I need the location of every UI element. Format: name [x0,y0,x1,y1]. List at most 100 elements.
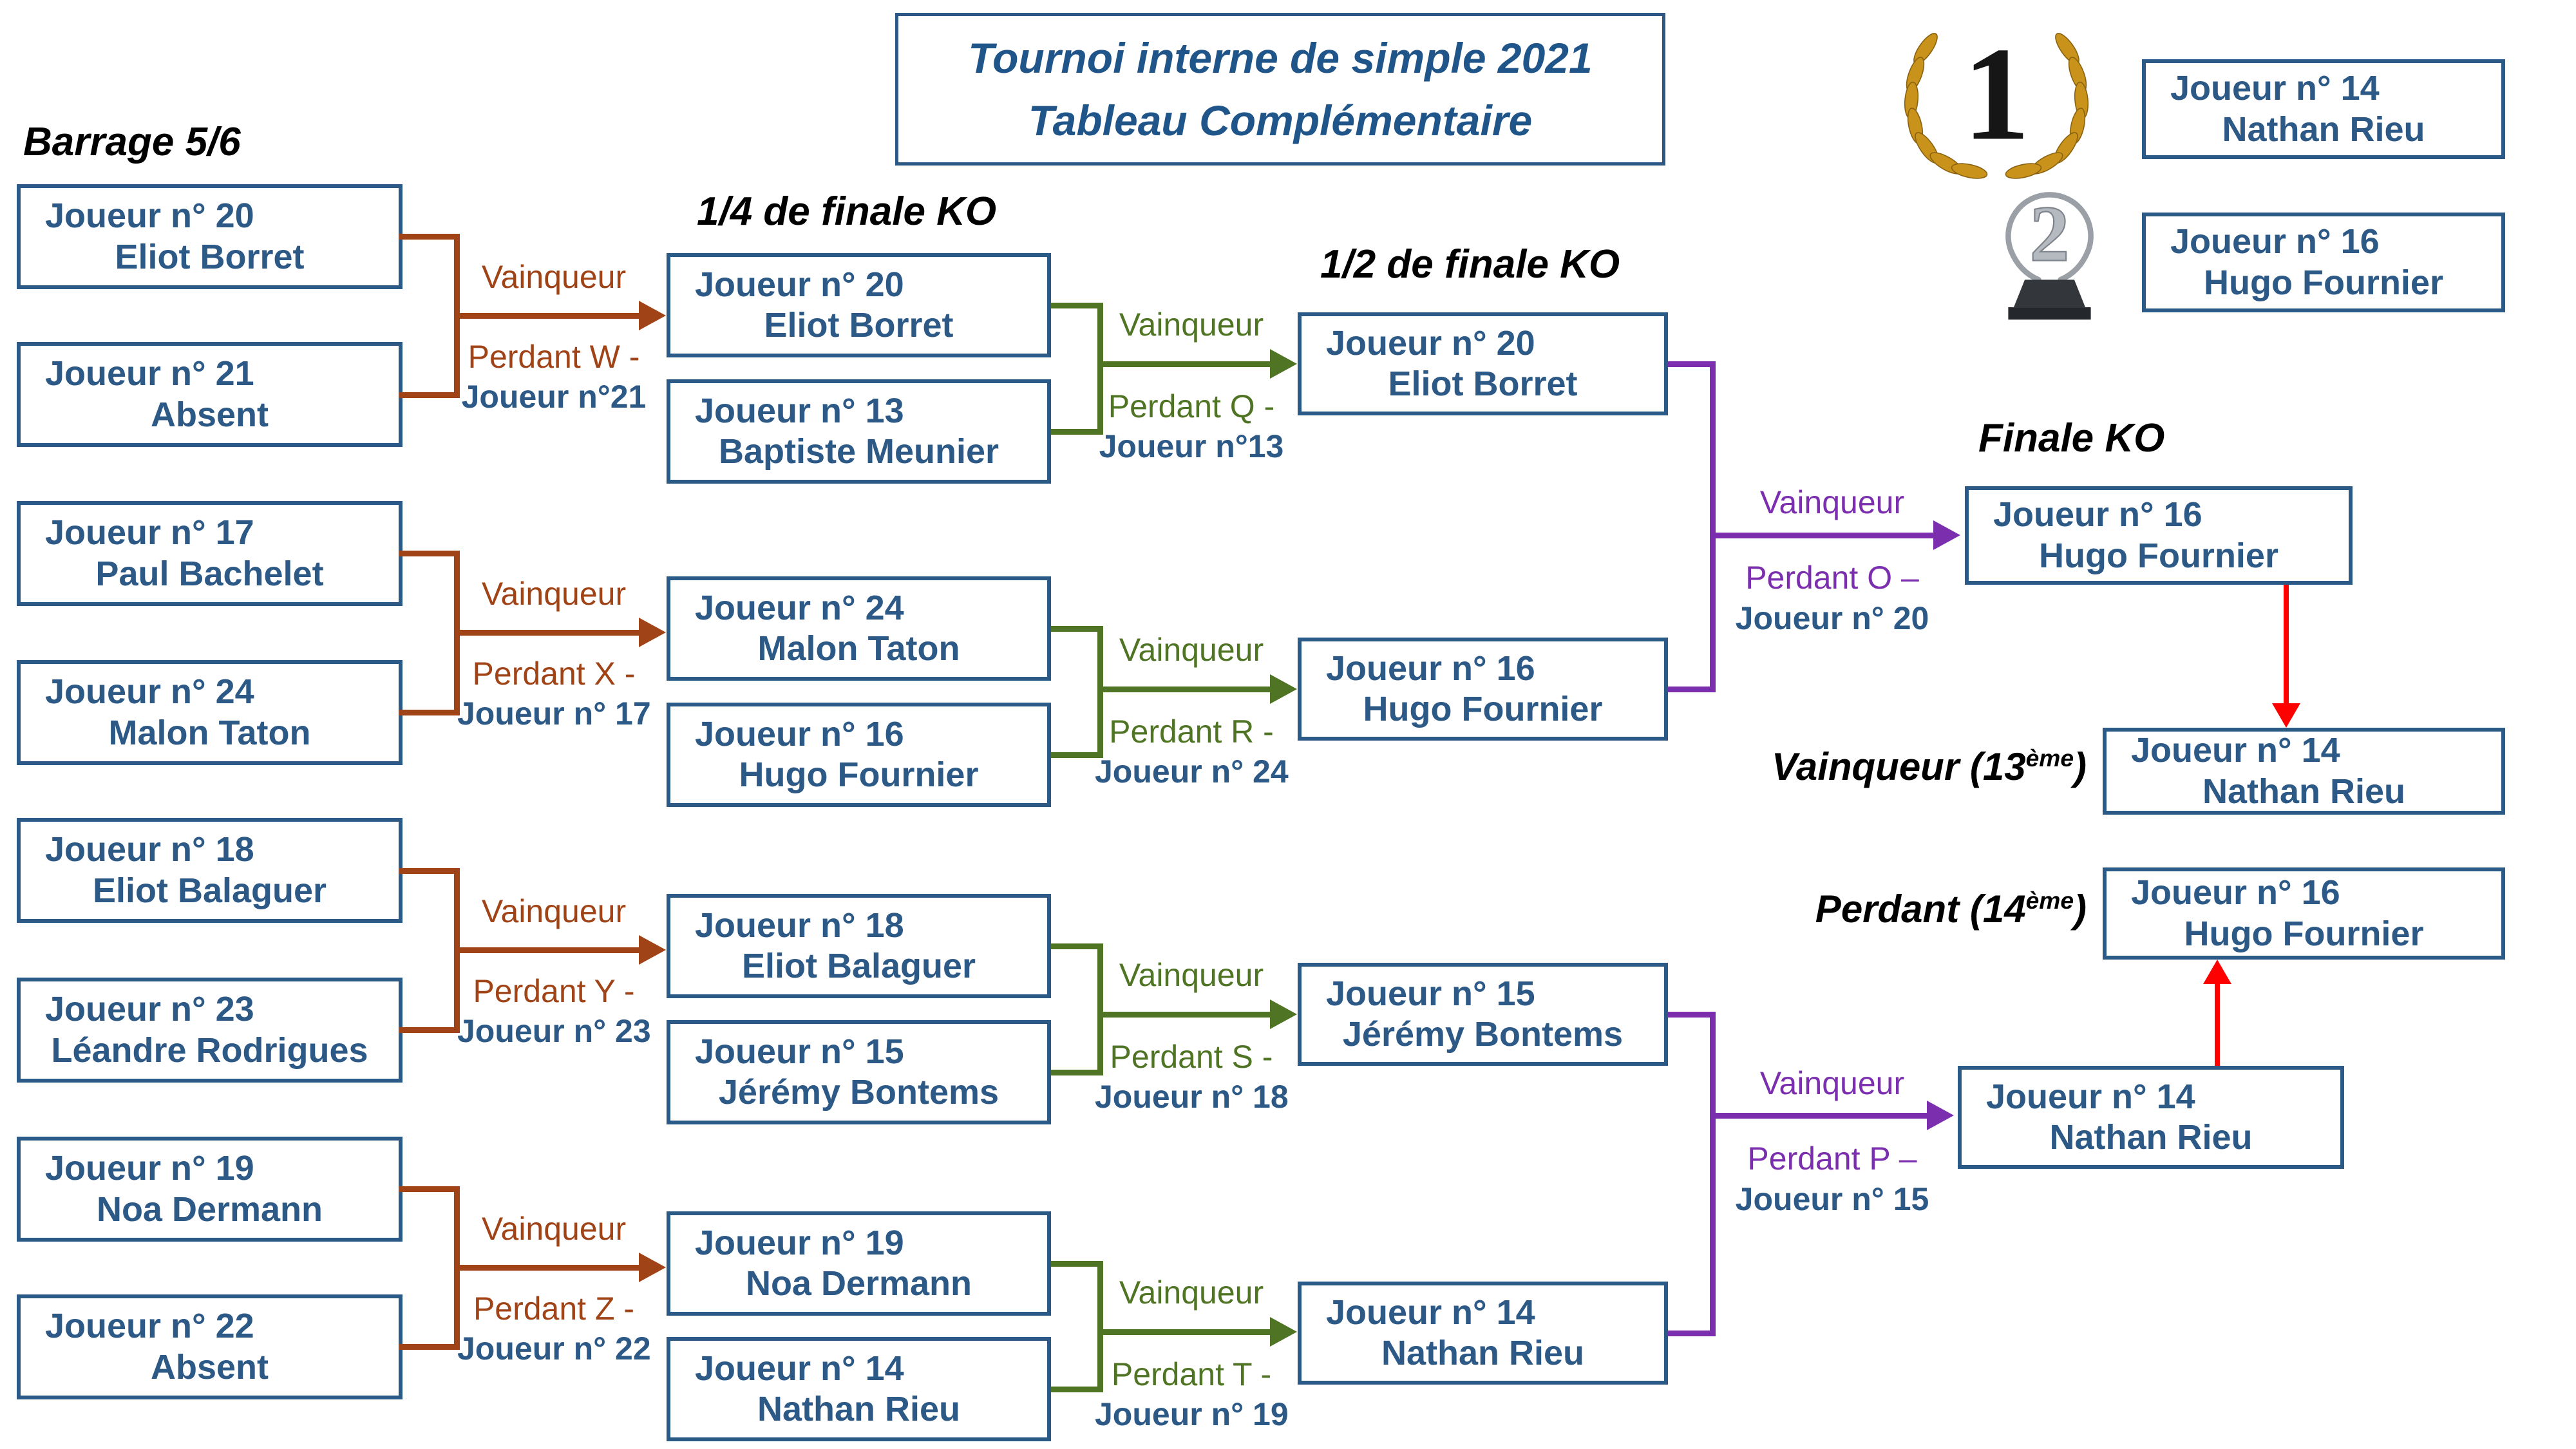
player-name: Eliot Balaguer [92,871,327,910]
rank-14-text: Perdant (14 [1815,887,2026,931]
rank-14-sup: ème [2025,887,2074,914]
quarter3-player-a-box: Joueur n° 18 Eliot Balaguer [667,894,1051,998]
player-name: Nathan Rieu [2202,772,2406,811]
quarter1-arrowhead-icon [1270,349,1297,379]
barrage2-loser-player-label: Joueur n° 17 [457,696,651,732]
second-place-trophy-icon: 2 [1980,175,2119,327]
quarter2-player-b-box: Joueur n° 16 Hugo Fournier [667,703,1051,807]
barrage4-loser-player-label: Joueur n° 22 [457,1331,651,1367]
barrage3-arrowhead-icon [639,935,666,965]
rank-13-sup: ème [2025,744,2074,772]
player-name: Nathan Rieu [2049,1118,2253,1157]
player-number: Joueur n° 14 [1326,1293,1535,1332]
semi2-winner-label: Vainqueur [1759,1065,1905,1101]
semi1-player-a-box: Joueur n° 20 Eliot Borret [1298,312,1668,415]
quarter2-player-a-box: Joueur n° 24 Malon Taton [667,576,1051,681]
semi1-loser-label: Perdant O – [1745,560,1919,596]
semi1-arrow-shaft [1716,533,1933,538]
player-name: Eliot Borret [1388,365,1578,403]
finale-bottom-winner-box: Joueur n° 14 Nathan Rieu [1958,1066,2344,1169]
quarter2-vertical [1097,626,1103,758]
barrage1-player-b-box: Joueur n° 21 Absent [17,342,402,447]
player-name: Eliot Borret [764,306,954,345]
quarter4-stub-a [1051,1261,1103,1267]
title-box: Tournoi interne de simple 2021 Tableau C… [895,13,1665,166]
barrage1-player-a-box: Joueur n° 20 Eliot Borret [17,184,402,289]
player-number: Joueur n° 24 [695,588,904,627]
barrage2-stub-b [399,710,460,715]
rank-14-player-box: Joueur n° 16 Hugo Fournier [2103,867,2505,960]
semi1-winner-label: Vainqueur [1759,484,1905,520]
barrage2-loser-label: Perdant X - [472,656,636,692]
heading-finale: Finale KO [1978,416,2165,460]
quarter1-vertical [1097,303,1103,435]
player-number: Joueur n° 19 [695,1223,904,1262]
barrage1-loser-label: Perdant W - [468,339,640,375]
barrage4-vertical [454,1186,460,1350]
player-name: Noa Dermann [745,1264,972,1303]
barrage2-player-b-box: Joueur n° 24 Malon Taton [17,660,402,765]
barrage1-arrow-shaft [460,313,639,319]
player-name: Paul Bachelet [95,554,324,593]
player-name: Noa Dermann [96,1189,323,1229]
barrage3-stub-a [399,868,460,874]
player-number: Joueur n° 17 [45,513,254,553]
semi2-vertical [1710,1012,1716,1336]
rank-14-label: Perdant (14ème) [1739,887,2087,931]
player-name: Nathan Rieu [2222,109,2425,149]
quarter1-loser-player-label: Joueur n°13 [1099,428,1284,464]
barrage2-arrowhead-icon [639,618,666,647]
barrage4-player-a-box: Joueur n° 19 Noa Dermann [17,1137,402,1242]
quarter2-stub-b [1051,752,1103,758]
barrage3-loser-label: Perdant Y - [473,973,635,1009]
barrage4-player-b-box: Joueur n° 22 Absent [17,1294,402,1399]
barrage1-loser-player-label: Joueur n°21 [461,379,647,415]
semi2-player-a-box: Joueur n° 15 Jérémy Bontems [1298,963,1668,1066]
player-name: Absent [150,395,269,434]
podium-first-box: Joueur n° 14 Nathan Rieu [2142,59,2505,159]
quarter4-loser-label: Perdant T - [1111,1356,1272,1392]
finale-arrow-up-shaft [2215,984,2220,1066]
semi1-arrowhead-icon [1933,520,1960,550]
player-name: Malon Taton [108,713,311,752]
quarter2-arrow-shaft [1103,687,1270,692]
barrage1-vertical [454,234,460,398]
quarter1-stub-a [1051,303,1103,308]
quarter1-player-b-box: Joueur n° 13 Baptiste Meunier [667,379,1051,484]
player-number: Joueur n° 13 [695,391,904,430]
semi1-vertical [1710,361,1716,692]
quarter2-stub-a [1051,626,1103,632]
barrage3-vertical [454,868,460,1033]
player-name: Jérémy Bontems [718,1073,999,1112]
player-name: Jérémy Bontems [1342,1015,1624,1054]
barrage4-arrow-shaft [460,1265,639,1271]
rank-13-label: Vainqueur (13ème) [1739,744,2087,789]
semi1-player-b-box: Joueur n° 16 Hugo Fournier [1298,638,1668,741]
heading-quarter-final: 1/4 de finale KO [697,189,997,234]
quarter2-loser-player-label: Joueur n° 24 [1095,753,1289,790]
player-number: Joueur n° 20 [695,265,904,304]
player-number: Joueur n° 15 [695,1032,904,1071]
quarter3-stub-b [1051,1070,1103,1075]
quarter4-player-b-box: Joueur n° 14 Nathan Rieu [667,1337,1051,1441]
barrage3-player-b-box: Joueur n° 23 Léandre Rodrigues [17,978,402,1083]
finale-arrow-down-shaft [2284,585,2289,703]
quarter4-winner-label: Vainqueur [1119,1274,1264,1311]
finale-arrow-up-head-icon [2203,960,2231,984]
player-number: Joueur n° 16 [695,714,904,753]
rank-13-player-box: Joueur n° 14 Nathan Rieu [2103,728,2505,815]
player-name: Hugo Fournier [2039,536,2278,575]
player-number: Joueur n° 21 [45,354,254,393]
player-number: Joueur n° 16 [1993,495,2202,535]
semi2-stub-a [1668,1012,1716,1018]
semi2-loser-label: Perdant P – [1747,1141,1917,1177]
player-number: Joueur n° 18 [695,905,904,945]
rank-14-close: ) [2074,887,2087,931]
quarter1-player-a-box: Joueur n° 20 Eliot Borret [667,253,1051,357]
player-name: Baptiste Meunier [718,432,999,471]
barrage3-arrow-shaft [460,947,639,953]
quarter2-winner-label: Vainqueur [1119,632,1264,668]
semi1-stub-a [1668,361,1716,367]
player-name: Hugo Fournier [2184,914,2424,953]
